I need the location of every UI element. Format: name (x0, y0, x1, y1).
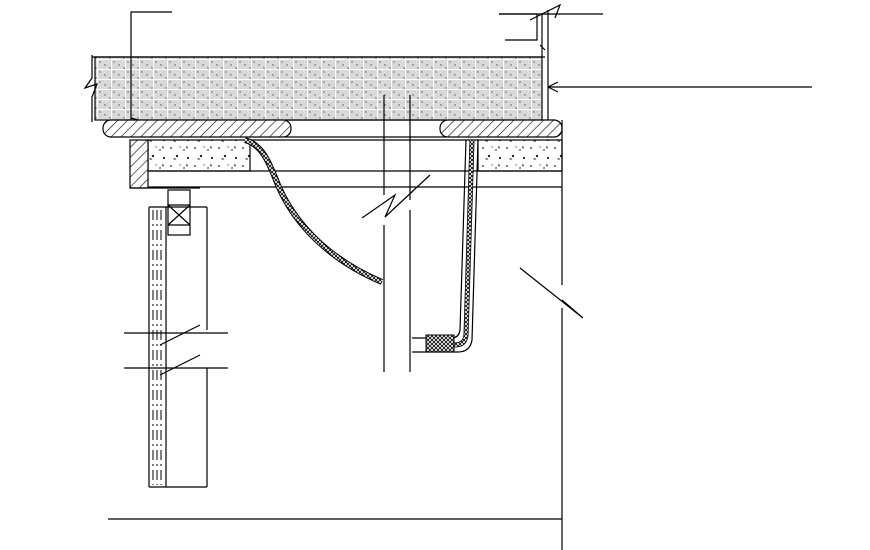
j-profile (412, 139, 479, 353)
central-vertical-member (361, 95, 431, 372)
right-wall (519, 120, 584, 550)
right-edge-detail (499, 3, 603, 120)
top-slab (92, 56, 545, 121)
leader-line-top-left (130, 11, 172, 128)
left-panel-inner-dashes (152, 210, 162, 485)
anchor-box (167, 189, 191, 236)
concrete-layer (147, 139, 563, 188)
hatched-membrane-layer (102, 119, 563, 138)
leader-line-right (547, 81, 812, 93)
left-hatched-post (129, 139, 149, 189)
curved-cove-profile (243, 137, 384, 285)
left-panel (124, 206, 228, 488)
slab-break-symbol (83, 55, 99, 122)
